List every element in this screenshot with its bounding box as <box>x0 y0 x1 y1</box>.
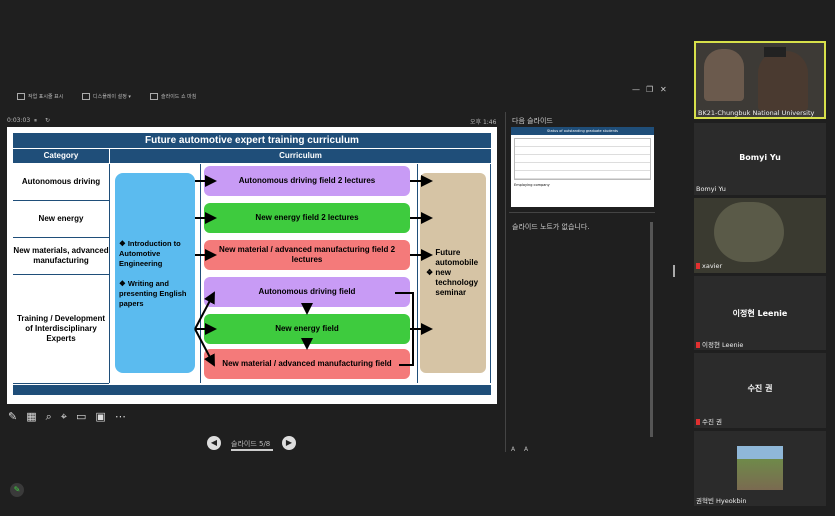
prev-slide-button[interactable]: ◀ <box>207 436 221 450</box>
minimize-icon[interactable]: — <box>632 85 640 94</box>
zoom-icon[interactable]: ⌕ <box>45 410 52 423</box>
participant-video <box>714 202 784 262</box>
mic-muted-icon <box>696 419 700 425</box>
next-slide-preview[interactable]: Status of outstanding graduate students … <box>511 127 654 207</box>
participant-name: BK21-Chungbuk National University <box>698 109 815 117</box>
increase-font-button[interactable]: A <box>511 446 516 453</box>
reset-icon[interactable]: ↻ <box>45 117 51 124</box>
subtitle-icon[interactable]: ▭ <box>76 410 87 423</box>
seminar-text: Future automobile new technology seminar <box>435 248 479 297</box>
close-icon[interactable]: ✕ <box>660 85 667 94</box>
category-header: Category <box>13 149 109 163</box>
category-energy: New energy <box>13 201 109 238</box>
participant-video <box>704 49 744 101</box>
category-materials: New materials, advanced manufacturing <box>13 238 109 275</box>
mic-muted-icon <box>696 342 700 348</box>
mic-muted-icon <box>696 263 700 269</box>
end-slideshow-button[interactable]: 슬라이드 쇼 마침 <box>150 93 196 100</box>
participant-photo <box>737 446 783 490</box>
restore-icon[interactable]: ❐ <box>646 85 654 94</box>
preview-table <box>514 138 651 180</box>
participant-name: 수진 권 <box>702 418 723 426</box>
participant-tile[interactable]: 수진 권 수진 권 <box>694 353 826 428</box>
participant-tile[interactable]: BK21-Chungbuk National University <box>694 41 826 119</box>
seminar-box: ❖ Future automobile new technology semin… <box>420 173 486 373</box>
flow-arrows <box>194 175 433 367</box>
participant-display-name: Bomyi Yu <box>739 153 781 162</box>
display-icon <box>82 93 90 100</box>
notes-divider <box>509 212 655 213</box>
current-slide: Future automotive expert training curric… <box>7 127 497 404</box>
column-divider <box>490 164 491 383</box>
camera-icon[interactable]: ▣ <box>95 410 106 423</box>
panel-resize-handle[interactable] <box>673 265 675 277</box>
curriculum-header: Curriculum <box>110 149 491 163</box>
field-materials: New material / advanced manufacturing fi… <box>204 349 410 379</box>
slide-progress <box>231 449 273 451</box>
slide-counter: 슬라이드 5/8 <box>231 440 271 448</box>
category-training: Training / Development of Interdisciplin… <box>13 275 109 384</box>
next-slide-button[interactable]: ▶ <box>282 436 296 450</box>
end-show-icon <box>150 93 158 100</box>
participant-name: 권혁빈 Hyeokbin <box>696 497 747 505</box>
column-divider <box>417 164 418 383</box>
intro-item: Introduction to Automotive Engineering <box>119 239 181 268</box>
intro-item: Writing and presenting English papers <box>119 279 187 308</box>
panel-divider <box>505 112 506 452</box>
display-settings-button[interactable]: 디스플레이 설정 ▾ <box>82 93 131 100</box>
participant-tile[interactable]: Bomyi Yu Bomyi Yu <box>694 123 826 195</box>
next-slide-label: 다음 슬라이드 <box>512 117 553 125</box>
participant-name: Bomyi Yu <box>696 185 726 193</box>
participant-tile[interactable]: xavier <box>694 198 826 273</box>
slide-title: Future automotive expert training curric… <box>13 133 491 148</box>
taskbar-button[interactable]: 작업 표시줄 표시 <box>17 93 63 100</box>
intro-courses-box: ❖ Introduction to Automotive Engineering… <box>115 173 195 373</box>
participant-display-name: 이정현 Leenie <box>732 309 788 318</box>
notes-scrollbar[interactable] <box>650 222 653 437</box>
edit-icon[interactable]: ✎ <box>10 483 24 497</box>
more-options-icon[interactable]: ⋯ <box>114 410 126 423</box>
participant-video <box>758 51 808 111</box>
field-energy-lectures: New energy field 2 lectures <box>204 203 410 233</box>
field-autonomous-lectures: Autonomous driving field 2 lectures <box>204 166 410 196</box>
column-divider <box>109 164 110 383</box>
field-materials-lectures: New material / advanced manufacturing fi… <box>204 240 410 270</box>
speaker-notes: 슬라이드 노트가 없습니다. <box>512 223 590 231</box>
participant-display-name: 수진 권 <box>747 384 773 393</box>
all-slides-icon[interactable]: ▦ <box>26 410 37 423</box>
participant-name: xavier <box>702 262 723 270</box>
pause-icon[interactable]: ⏸ <box>34 117 38 124</box>
taskbar-icon <box>17 93 25 100</box>
column-divider <box>200 164 201 383</box>
decrease-font-button[interactable]: A <box>524 446 529 453</box>
elapsed-timer: 0:03:03 <box>7 117 31 124</box>
participant-name: 이정현 Leenie <box>702 341 744 349</box>
monitor <box>764 47 786 57</box>
participant-tile[interactable]: 권혁빈 Hyeokbin <box>694 431 826 506</box>
category-autonomous: Autonomous driving <box>13 164 109 201</box>
pointer-icon[interactable]: ⌖ <box>60 410 67 423</box>
participant-tile[interactable]: 이정현 Leenie 이정현 Leenie <box>694 276 826 350</box>
field-autonomous: Autonomous driving field <box>204 277 410 307</box>
slide-footer-bar <box>13 385 491 395</box>
pen-icon[interactable]: ✎ <box>8 410 18 423</box>
clock: 오후 1:46 <box>470 119 497 126</box>
